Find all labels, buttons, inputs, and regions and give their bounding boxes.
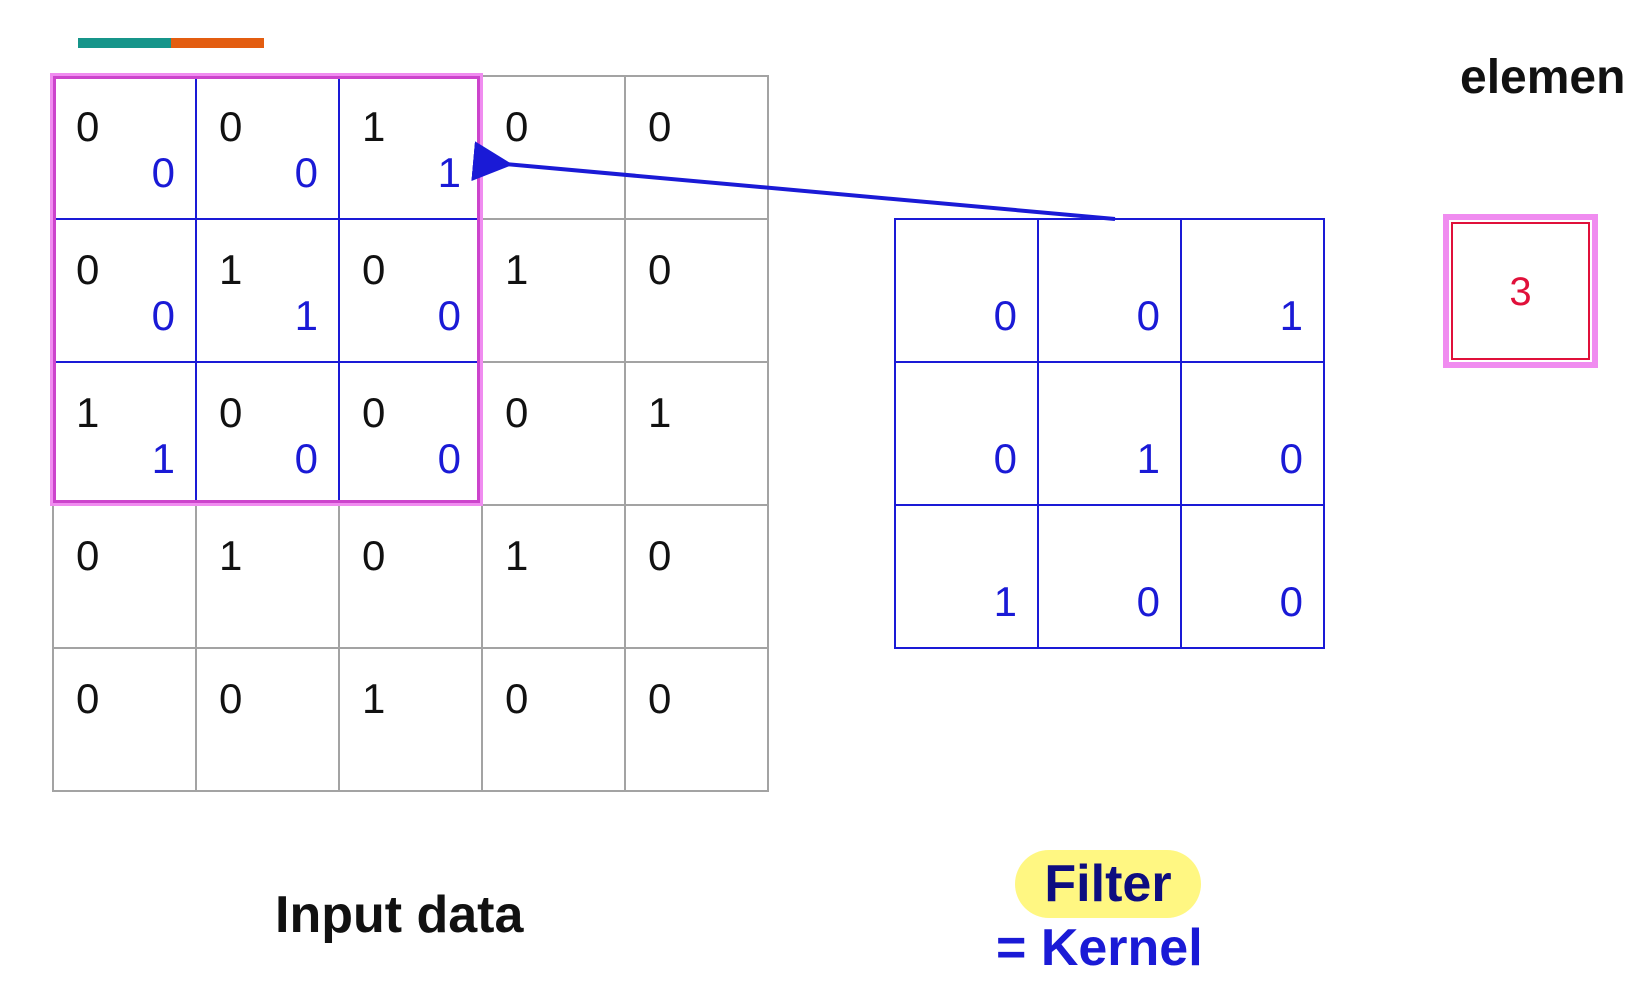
input-cell-value: 0 <box>362 246 386 293</box>
filter-cell: 0 <box>1182 506 1325 649</box>
input-cell-value: 1 <box>219 246 243 293</box>
input-cell-value: 0 <box>648 246 672 293</box>
accent-bar-teal <box>78 38 171 48</box>
output-value: 3 <box>1509 270 1532 314</box>
filter-cell: 0 <box>896 220 1039 363</box>
input-cell-value: 1 <box>219 532 243 579</box>
input-cell: 1 <box>483 220 626 363</box>
input-cell-value: 0 <box>648 532 672 579</box>
input-cell-value: 0 <box>505 389 529 436</box>
input-cell: 1 <box>626 363 769 506</box>
filter-cell-value: 0 <box>1136 292 1160 339</box>
input-cell: 0 <box>626 649 769 792</box>
input-cell: 0 <box>626 220 769 363</box>
input-cell-value: 0 <box>362 389 386 436</box>
overlay-kernel-value: 1 <box>294 292 318 339</box>
input-cell: 0 <box>483 649 626 792</box>
input-cell: 0 <box>54 506 197 649</box>
input-cell: 0 <box>626 77 769 220</box>
input-cell-value: 0 <box>648 103 672 150</box>
input-cell-value: 0 <box>648 675 672 722</box>
input-cell-value: 0 <box>76 675 100 722</box>
filter-cell-value: 0 <box>1279 435 1303 482</box>
filter-cell-value: 0 <box>1279 578 1303 625</box>
overlay-kernel-value: 0 <box>294 435 318 482</box>
filter-cell-value: 0 <box>1136 578 1160 625</box>
filter-cell-value: 1 <box>1279 292 1303 339</box>
filter-label: Filter <box>1015 850 1201 918</box>
input-cell-value: 1 <box>505 246 529 293</box>
overlay-kernel-value: 0 <box>294 149 318 196</box>
input-cell-value: 0 <box>362 532 386 579</box>
input-cell: 0 <box>340 506 483 649</box>
input-cell-value: 0 <box>219 389 243 436</box>
input-cell-value: 1 <box>505 532 529 579</box>
input-cell: 0 <box>483 77 626 220</box>
overlay-kernel-value: 0 <box>151 292 175 339</box>
input-cell: 1 <box>483 506 626 649</box>
input-cell-value: 1 <box>76 389 100 436</box>
input-cell-value: 0 <box>76 532 100 579</box>
accent-bar-orange <box>171 38 264 48</box>
filter-cell-value: 0 <box>993 292 1017 339</box>
output-cell-border <box>1451 222 1590 360</box>
filter-cell-value: 1 <box>1136 435 1160 482</box>
output-cell: 3 <box>1443 214 1598 368</box>
input-cell: 1 <box>340 649 483 792</box>
filter-cell: 1 <box>896 506 1039 649</box>
input-cell: 0 <box>197 649 340 792</box>
input-cell: 0 <box>483 363 626 506</box>
sliding-window-border <box>53 76 480 503</box>
overlay-kernel-value: 0 <box>151 149 175 196</box>
input-cell: 1 <box>197 506 340 649</box>
input-cell-value: 1 <box>648 389 672 436</box>
overlay-kernel-value: 1 <box>437 149 461 196</box>
filter-cell: 0 <box>1039 220 1182 363</box>
input-cell-value: 0 <box>76 246 100 293</box>
input-cell-value: 0 <box>505 103 529 150</box>
header-fragment: elemen <box>1460 51 1626 104</box>
input-cell: 0 <box>54 649 197 792</box>
filter-cell-value: 1 <box>993 578 1017 625</box>
input-cell-value: 0 <box>76 103 100 150</box>
filter-cell: 1 <box>1039 363 1182 506</box>
overlay-kernel-value: 0 <box>437 435 461 482</box>
input-cell-value: 0 <box>219 103 243 150</box>
overlay-kernel-value: 1 <box>151 435 175 482</box>
input-cell-value: 1 <box>362 675 386 722</box>
input-data-caption: Input data <box>275 886 524 944</box>
filter-cell: 0 <box>1182 363 1325 506</box>
input-cell: 0 <box>626 506 769 649</box>
input-cell-value: 0 <box>505 675 529 722</box>
filter-grid: 0 0 1 0 1 0 1 0 0 <box>894 218 1325 649</box>
filter-cell: 0 <box>1039 506 1182 649</box>
input-cell-value: 1 <box>362 103 386 150</box>
overlay-kernel-value: 0 <box>437 292 461 339</box>
filter-cell: 0 <box>896 363 1039 506</box>
kernel-label: = Kernel <box>996 919 1203 977</box>
filter-cell-value: 0 <box>993 435 1017 482</box>
input-cell-value: 0 <box>219 675 243 722</box>
filter-cell: 1 <box>1182 220 1325 363</box>
